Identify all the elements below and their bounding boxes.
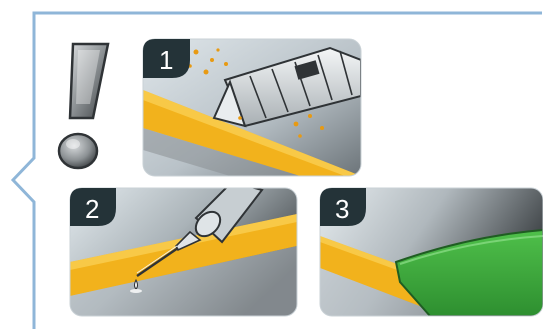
step-number: 1 — [159, 45, 173, 75]
glue-drop — [135, 280, 138, 289]
exclamation-icon — [59, 44, 108, 168]
step-number: 3 — [335, 194, 349, 224]
step-2-panel: 2 — [70, 182, 297, 316]
step-number: 2 — [85, 194, 99, 224]
step-3-panel: 3 — [320, 188, 543, 316]
step-1-panel: 1 — [143, 39, 361, 176]
